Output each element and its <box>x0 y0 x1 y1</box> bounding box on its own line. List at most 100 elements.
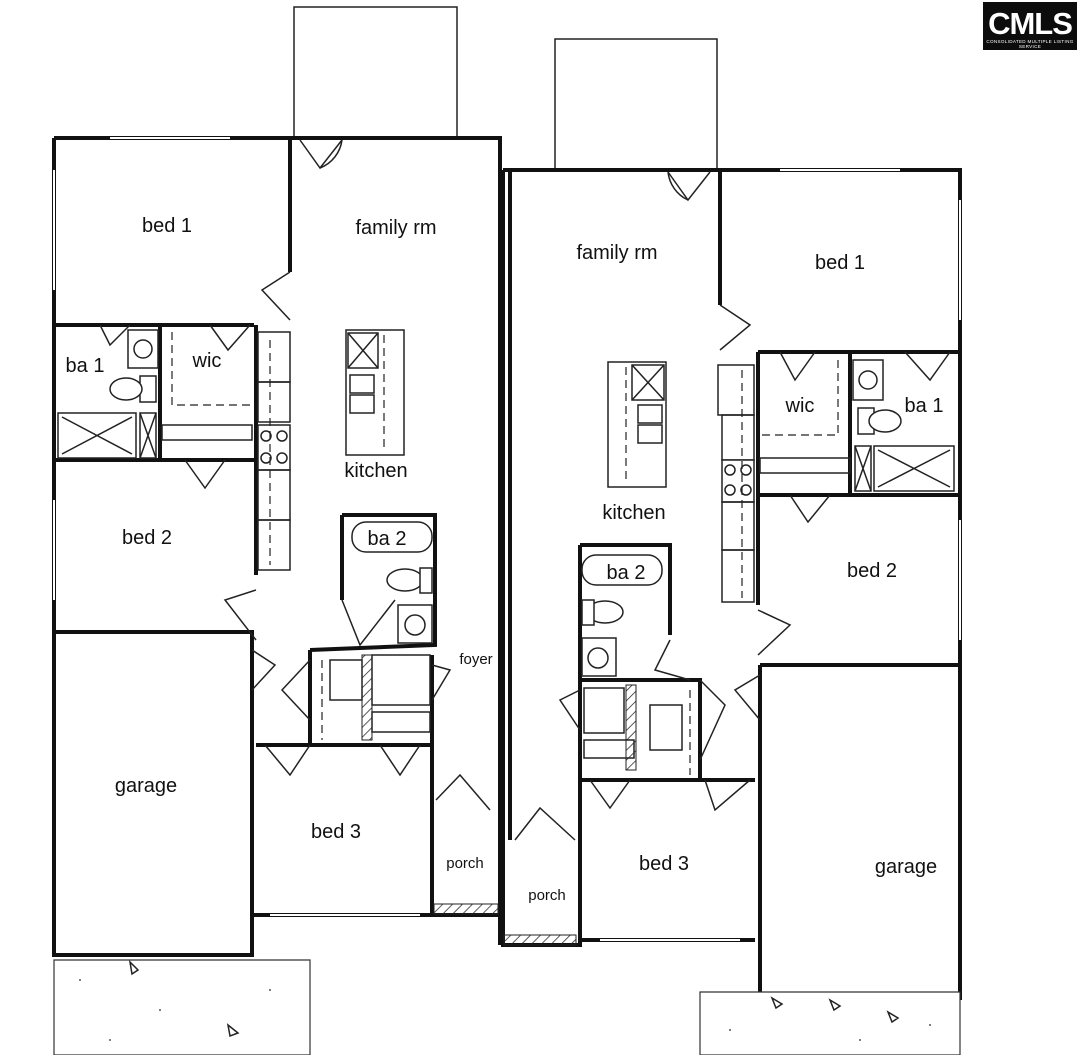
room-label-family: family rm <box>355 217 436 239</box>
door[interactable] <box>733 674 761 721</box>
burner <box>276 430 288 442</box>
linen-shelves <box>625 684 637 771</box>
shower-drain-lines <box>877 449 951 488</box>
linen-x <box>854 445 872 492</box>
room-label-ba2: ba 2 <box>607 562 646 584</box>
door[interactable] <box>704 779 751 812</box>
door[interactable] <box>719 304 752 351</box>
door[interactable] <box>431 664 452 701</box>
sink <box>852 359 884 401</box>
unit-left: bed 1 ba 1 wic family rm kitchen bed 2 b… <box>52 6 502 1055</box>
burner <box>740 464 752 476</box>
toilet <box>386 568 424 592</box>
unit-right: family rm bed 1 wic ba 1 kitchen ba 2 be… <box>501 38 962 1055</box>
burner <box>724 484 736 496</box>
patio-left <box>293 6 458 139</box>
door[interactable] <box>264 744 311 777</box>
bathtub <box>581 554 663 586</box>
door[interactable] <box>589 779 631 810</box>
slab-marks <box>770 996 900 1024</box>
room-label-bed1: bed 1 <box>815 252 865 274</box>
room-label-bed1: bed 1 <box>142 215 192 237</box>
sink-basin <box>404 614 426 636</box>
door[interactable] <box>757 609 792 656</box>
sink-basin <box>133 339 153 359</box>
door[interactable] <box>209 324 251 352</box>
room-label-bed2: bed 2 <box>122 527 172 549</box>
toilet <box>109 377 143 401</box>
room-label-kitchen: kitchen <box>344 460 407 482</box>
speck <box>729 1029 731 1031</box>
front-door[interactable] <box>514 806 576 841</box>
cmls-logo: CMLS CONSOLIDATED MULTIPLE LISTING SERVI… <box>983 2 1077 50</box>
washer <box>329 659 363 701</box>
logo-text: CMLS <box>988 6 1073 41</box>
closet-shelf <box>171 332 250 406</box>
driveway-right <box>699 991 961 1055</box>
door[interactable] <box>99 324 131 347</box>
speck <box>159 1009 161 1011</box>
counter <box>721 414 755 461</box>
burner <box>260 452 272 464</box>
sink-bowl <box>637 404 663 424</box>
driveway-left <box>53 959 311 1055</box>
door[interactable] <box>251 649 277 691</box>
room-label-garage: garage <box>875 856 937 878</box>
room-label-ba2: ba 2 <box>368 528 407 550</box>
speck <box>79 979 81 981</box>
sink-bowl <box>637 424 663 444</box>
room-label-foyer: foyer <box>459 651 492 668</box>
room-label-bed3: bed 3 <box>311 821 361 843</box>
speck <box>859 1039 861 1041</box>
room-label-wic: wic <box>785 395 815 417</box>
patio-door[interactable] <box>667 171 711 202</box>
room-label-garage: garage <box>115 775 177 797</box>
room-label-family: family rm <box>576 242 657 264</box>
door[interactable] <box>379 744 421 777</box>
closet <box>583 687 625 734</box>
speck <box>109 1039 111 1041</box>
toilet <box>868 409 902 433</box>
door[interactable] <box>653 639 691 681</box>
speck <box>269 989 271 991</box>
door[interactable] <box>558 689 581 731</box>
speck <box>929 1024 931 1026</box>
dishwasher-x <box>347 332 379 369</box>
burner <box>260 430 272 442</box>
washer <box>649 704 683 751</box>
burner <box>724 464 736 476</box>
logo-subtext: CONSOLIDATED MULTIPLE LISTING SERVICE <box>986 39 1074 49</box>
door[interactable] <box>904 351 951 382</box>
interior-wall <box>578 543 702 780</box>
porch-wall <box>430 800 500 917</box>
linen-shelves <box>361 654 373 741</box>
front-door[interactable] <box>435 773 491 811</box>
door[interactable] <box>184 459 226 490</box>
bathtub <box>351 521 433 553</box>
closet-shelf <box>759 457 851 474</box>
room-label-wic: wic <box>192 350 222 372</box>
sink-bowl <box>349 374 375 394</box>
pantry <box>257 519 291 571</box>
interior-wall <box>309 513 437 652</box>
burner <box>740 484 752 496</box>
linen-x <box>139 412 157 459</box>
sink-bowl <box>349 394 375 414</box>
door[interactable] <box>260 271 291 321</box>
counter <box>257 381 291 423</box>
door[interactable] <box>223 589 257 641</box>
closet <box>371 654 431 706</box>
room-label-kitchen: kitchen <box>602 502 665 524</box>
dishwasher-x <box>631 364 665 401</box>
door[interactable] <box>280 659 311 721</box>
toilet-tank <box>581 599 595 626</box>
room-label-bed3: bed 3 <box>639 853 689 875</box>
door[interactable] <box>789 494 831 524</box>
door[interactable] <box>779 351 816 382</box>
door[interactable] <box>699 679 726 761</box>
patio-door[interactable] <box>299 139 343 170</box>
closet-shelf <box>161 424 253 441</box>
door[interactable] <box>341 599 396 647</box>
room-label-porch: porch <box>446 855 484 872</box>
